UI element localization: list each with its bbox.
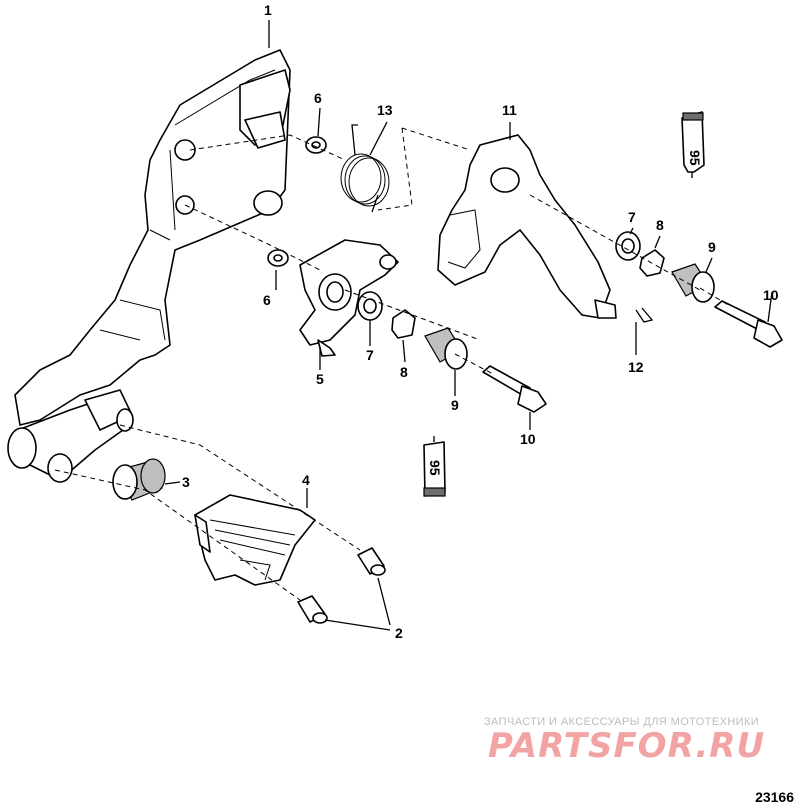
bolts-part-10 (482, 300, 783, 413)
watermark-logo: PARTSFOR.RU (488, 726, 766, 766)
callout-7-left: 7 (366, 347, 374, 363)
callout-numbers: 1 2 3 4 5 6 6 7 7 8 8 9 9 10 10 11 12 13 (182, 2, 779, 641)
clips-part-8 (391, 249, 665, 339)
screws-part-2 (297, 547, 386, 624)
callout-9-right: 9 (708, 239, 716, 255)
callout-9-left: 9 (451, 397, 459, 413)
diagram-number: 23166 (755, 789, 794, 805)
cotter-pin-part-12 (635, 307, 654, 323)
assembly-lines (54, 127, 731, 601)
callout-8-right: 8 (656, 217, 664, 233)
callout-10-right: 10 (763, 287, 779, 303)
lubricant-tube-top: 95 (681, 111, 705, 178)
callout-1: 1 (264, 2, 272, 18)
callout-6-upper: 6 (314, 90, 322, 106)
callout-10-left: 10 (520, 431, 536, 447)
callout-8-left: 8 (400, 364, 408, 380)
callout-13: 13 (377, 102, 393, 118)
bushing-part-3 (112, 458, 166, 501)
callout-2: 2 (395, 625, 403, 641)
shift-plate-part-4 (194, 494, 316, 586)
lubricant-tube-bottom: 95 (423, 436, 446, 497)
callout-3: 3 (182, 474, 190, 490)
watermark-tagline: ЗАПЧАСТИ И АКСЕССУАРЫ ДЛЯ МОТОТЕХНИКИ (484, 716, 760, 728)
callout-6-lower: 6 (263, 292, 271, 308)
callout-5: 5 (316, 371, 324, 387)
callout-12: 12 (628, 359, 644, 375)
torsion-spring-part-13 (340, 124, 390, 213)
leader-lines (164, 20, 773, 631)
cam-lever-part-5 (299, 239, 399, 357)
throttle-arm-part-11 (437, 134, 617, 319)
washers-part-6 (267, 136, 327, 267)
callout-4: 4 (302, 472, 310, 488)
callout-11: 11 (502, 102, 517, 118)
main-bracket-part-1 (7, 49, 291, 483)
tube-label-bottom: 95 (427, 460, 443, 476)
callout-7-right: 7 (628, 209, 636, 225)
tube-label-top: 95 (687, 150, 703, 166)
